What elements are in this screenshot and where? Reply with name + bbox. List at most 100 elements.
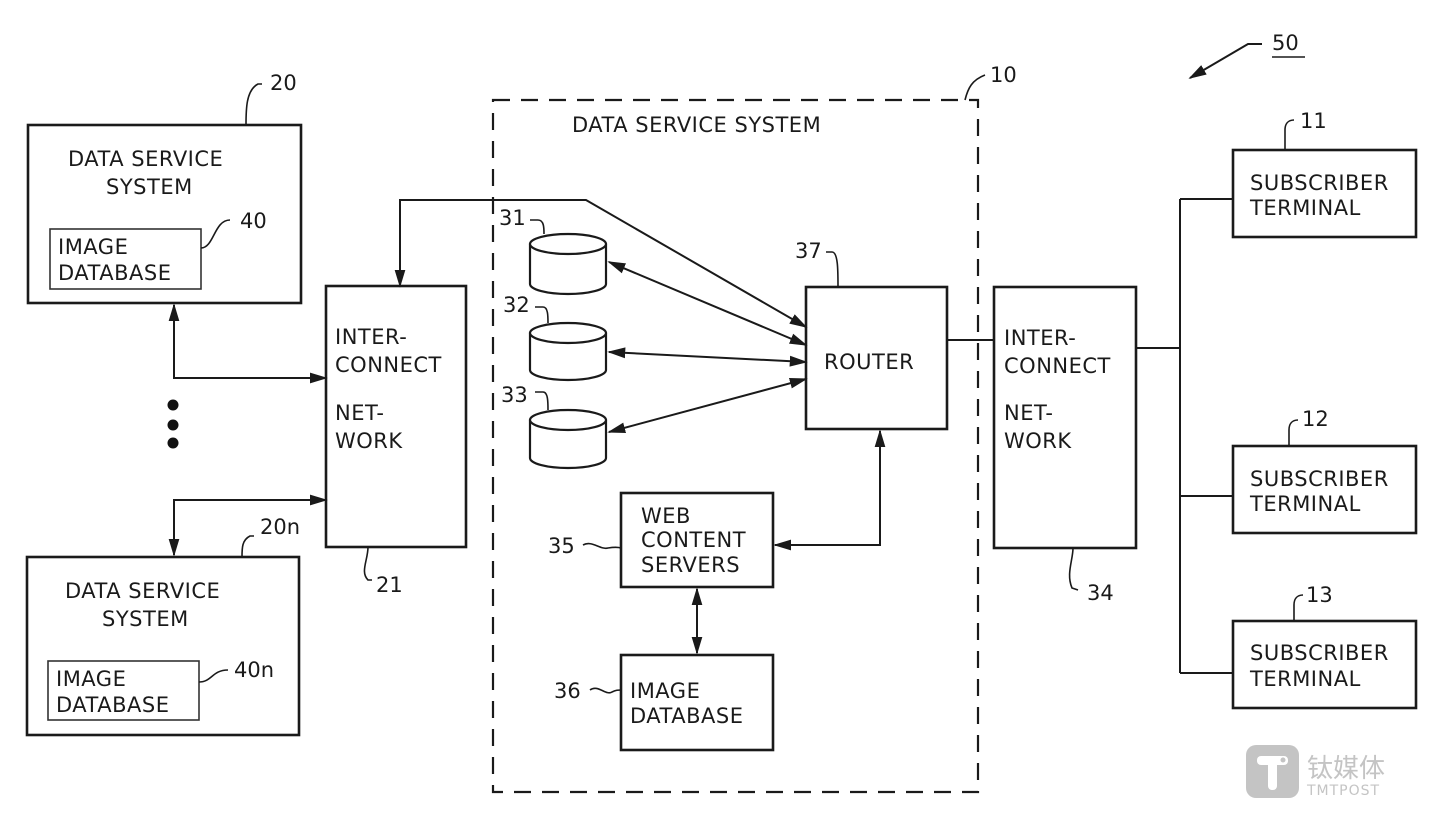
network-label-line2: CONNECT bbox=[1004, 354, 1111, 378]
system-label-line1: DATA SERVICE bbox=[65, 579, 220, 603]
t-logo-icon bbox=[1246, 745, 1299, 798]
ref-label: 20n bbox=[260, 515, 300, 539]
db-label-line1: IMAGE bbox=[58, 235, 128, 259]
central-data-service-system: 10 DATA SERVICE SYSTEM bbox=[491, 63, 1017, 794]
ellipsis-dot bbox=[167, 437, 179, 449]
servers-label-line2: CONTENT bbox=[641, 528, 746, 552]
subscriber-terminal-13[interactable]: 13 SUBSCRIBER TERMINAL bbox=[1231, 583, 1418, 710]
db-ref-label: 40 bbox=[240, 209, 267, 233]
image-db-box[interactable] bbox=[619, 653, 775, 752]
left-data-service-system-20n[interactable]: 20n DATA SERVICE SYSTEM IMAGE DATABASE 4… bbox=[25, 515, 301, 737]
watermark-en: TMTPOST bbox=[1306, 783, 1380, 799]
central-image-database[interactable]: IMAGE DATABASE 36 bbox=[554, 653, 775, 752]
figure-ref-label: 50 bbox=[1272, 31, 1299, 55]
leader-line bbox=[241, 535, 254, 558]
ellipsis-dot bbox=[167, 419, 179, 431]
right-interconnect-network[interactable]: INTER- CONNECT NET- WORK 34 bbox=[992, 285, 1138, 605]
cylinder-top[interactable] bbox=[528, 408, 608, 432]
cylinder-body[interactable] bbox=[528, 420, 608, 470]
cylinder-top[interactable] bbox=[528, 232, 608, 256]
system-title: DATA SERVICE SYSTEM bbox=[572, 113, 821, 137]
connections bbox=[168, 198, 1233, 674]
leader-line bbox=[826, 251, 839, 288]
network-box[interactable] bbox=[992, 285, 1138, 550]
network-label-line1: INTER- bbox=[335, 325, 407, 349]
ref-label: 13 bbox=[1306, 583, 1333, 607]
leader-line bbox=[535, 391, 549, 411]
network-label-line4: WORK bbox=[1004, 429, 1072, 453]
leader-line bbox=[1068, 547, 1079, 591]
leader-line bbox=[530, 219, 545, 235]
watermark-cn: 钛媒体 bbox=[1307, 754, 1385, 784]
terminal-label-line1: SUBSCRIBER bbox=[1250, 171, 1389, 195]
db-label-line2: DATABASE bbox=[58, 261, 171, 285]
terminal-label-line1: SUBSCRIBER bbox=[1250, 641, 1389, 665]
ref-label: 11 bbox=[1300, 109, 1327, 133]
image-db-label-line1: IMAGE bbox=[630, 679, 700, 703]
terminal-box[interactable] bbox=[1231, 444, 1418, 535]
left-interconnect-network[interactable]: INTER- CONNECT NET- WORK 21 bbox=[324, 284, 468, 597]
ref-label: 10 bbox=[990, 63, 1017, 87]
terminal-box[interactable] bbox=[1231, 619, 1418, 710]
database-32[interactable]: 32 bbox=[503, 293, 608, 382]
ref-label: 33 bbox=[501, 383, 528, 407]
db-leader-line bbox=[200, 219, 231, 249]
leader-line bbox=[1293, 594, 1304, 621]
leader-line bbox=[582, 542, 622, 550]
left-data-service-system-20[interactable]: 20 DATA SERVICE SYSTEM IMAGE DATABASE 40 bbox=[26, 71, 303, 305]
database-31[interactable]: 31 bbox=[499, 206, 608, 296]
image-database-box[interactable] bbox=[49, 228, 202, 290]
web-content-servers[interactable]: WEB CONTENT SERVERS 35 bbox=[548, 491, 775, 589]
link-db31-router bbox=[607, 261, 808, 346]
terminal-label-line2: TERMINAL bbox=[1249, 196, 1361, 220]
cylinder-top[interactable] bbox=[528, 321, 608, 345]
system-label-line2: SYSTEM bbox=[106, 175, 193, 199]
network-label-line3: NET- bbox=[335, 401, 384, 425]
terminal-label-line1: SUBSCRIBER bbox=[1250, 467, 1389, 491]
ref-label: 36 bbox=[554, 679, 581, 703]
router[interactable]: 37 ROUTER bbox=[795, 239, 949, 431]
database-33[interactable]: 33 bbox=[501, 383, 608, 470]
network-box[interactable] bbox=[324, 284, 468, 549]
leader-line bbox=[589, 687, 622, 694]
servers-label-line1: WEB bbox=[641, 504, 691, 528]
terminal-label-line2: TERMINAL bbox=[1249, 667, 1361, 691]
subscriber-terminal-11[interactable]: 11 SUBSCRIBER TERMINAL bbox=[1231, 109, 1418, 239]
ellipsis-dot bbox=[167, 399, 179, 411]
ref-label: 12 bbox=[1302, 407, 1329, 431]
leader-line bbox=[1288, 419, 1299, 446]
servers-label-line3: SERVERS bbox=[641, 553, 740, 577]
ref-label: 31 bbox=[499, 206, 526, 230]
terminal-box[interactable] bbox=[1231, 148, 1418, 239]
leader-line bbox=[964, 74, 986, 101]
ref-label: 21 bbox=[376, 573, 403, 597]
db-label-line2: DATABASE bbox=[56, 693, 169, 717]
network-label-line2: CONNECT bbox=[335, 353, 442, 377]
ref-label: 35 bbox=[548, 534, 575, 558]
link-router-webservers bbox=[773, 429, 886, 551]
ref-label: 34 bbox=[1087, 581, 1114, 605]
leader-line bbox=[363, 546, 372, 581]
image-database-box[interactable] bbox=[47, 660, 200, 721]
terminal-label-line2: TERMINAL bbox=[1249, 492, 1361, 516]
leader-line bbox=[245, 83, 262, 126]
db-leader-line bbox=[198, 669, 229, 683]
network-label-line1: INTER- bbox=[1004, 326, 1076, 350]
cylinder-body[interactable] bbox=[528, 333, 608, 382]
image-db-label-line2: DATABASE bbox=[630, 704, 743, 728]
db-ref-label: 40n bbox=[234, 658, 274, 682]
servers-box[interactable] bbox=[619, 491, 775, 589]
figure-reference: 50 bbox=[1188, 31, 1305, 79]
link-system20n-network21 bbox=[168, 494, 328, 557]
subscriber-terminal-12[interactable]: 12 SUBSCRIBER TERMINAL bbox=[1231, 407, 1418, 535]
leader-line bbox=[535, 306, 549, 324]
router-box[interactable] bbox=[804, 285, 949, 431]
system-label-line2: SYSTEM bbox=[102, 607, 189, 631]
link-db33-router bbox=[607, 377, 808, 434]
tmtpost-watermark: 钛媒体 TMTPOST bbox=[1246, 745, 1385, 799]
ref-label: 37 bbox=[795, 239, 822, 263]
leader-line bbox=[1284, 119, 1295, 150]
network-label-line3: NET- bbox=[1004, 401, 1053, 425]
link-db32-router bbox=[607, 347, 808, 367]
